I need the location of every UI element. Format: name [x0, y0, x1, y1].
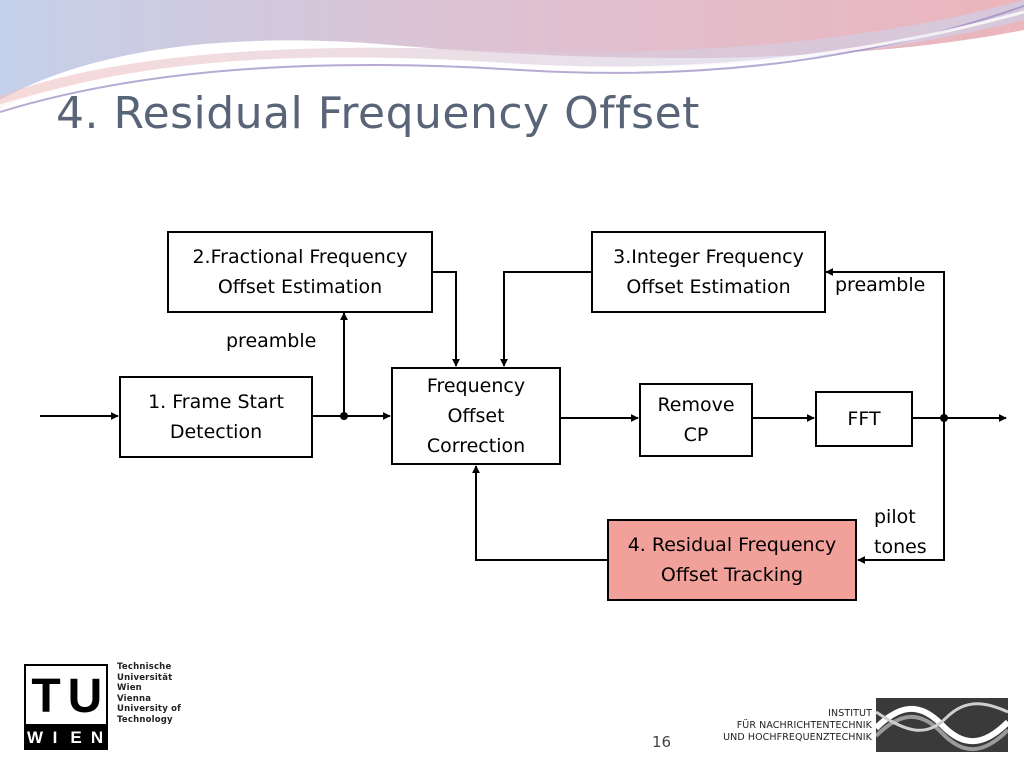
tu-logo-letter: W — [27, 728, 44, 747]
pilot-tones-to-residual-arrow — [857, 418, 945, 564]
junction-dot — [340, 412, 348, 420]
tu-name-line: University of — [117, 704, 182, 714]
pilot-tones-label: pilot tones — [874, 506, 927, 558]
tu-logo-letter: N — [91, 728, 103, 747]
fractional-to-correction-arrow — [432, 271, 460, 367]
tu-logo-letter: U — [68, 670, 103, 723]
tu-name-line: Universität — [117, 672, 173, 683]
tu-name-line: Technische — [117, 662, 172, 672]
integer-frequency-offset-estimation-block: 3.Integer Frequency Offset Estimation — [591, 231, 826, 313]
tu-wien-logo: T U W I E N — [24, 664, 108, 750]
header-banner — [0, 0, 1024, 113]
residual-frequency-offset-tracking-block: 4. Residual Frequency Offset Tracking — [607, 519, 857, 601]
tu-wien-name: Technische Universität Wien Vienna Unive… — [117, 662, 181, 725]
tu-logo-letter: T — [31, 670, 60, 723]
block-label: 3.Integer Frequency Offset Estimation — [613, 246, 804, 298]
fractional-frequency-offset-estimation-block: 2.Fractional Frequency Offset Estimation — [167, 231, 433, 313]
block-label: 1. Frame Start Detection — [148, 391, 284, 443]
institute-name: INSTITUT FÜR NACHRICHTENTECHNIK UND HOCH… — [723, 708, 872, 744]
junction-dot — [940, 414, 948, 422]
block-label: 2.Fractional Frequency Offset Estimation — [192, 246, 408, 298]
block-label: FFT — [847, 408, 881, 430]
institute-name-line: INSTITUT — [828, 708, 872, 719]
integer-to-correction-arrow — [500, 271, 592, 367]
slide-title: 4. Residual Frequency Offset — [56, 88, 700, 139]
page-number: 16 — [652, 733, 672, 751]
preamble-label: preamble — [835, 274, 926, 296]
tu-logo-letter: E — [70, 728, 81, 747]
institute-name-line: FÜR NACHRICHTENTECHNIK — [736, 720, 872, 731]
preamble-feedback-to-integer-arrow — [825, 268, 945, 418]
block-label: Frequency Offset Correction — [426, 375, 526, 457]
institute-name-line: UND HOCHFREQUENZTECHNIK — [723, 732, 872, 743]
institute-wave-logo — [876, 698, 1008, 752]
tu-name-line: Wien — [117, 683, 142, 693]
residual-to-correction-arrow — [472, 465, 608, 561]
frequency-offset-correction-block: Frequency Offset Correction — [391, 367, 561, 465]
tu-name-line: Technology — [117, 714, 173, 725]
tu-logo-letter: I — [53, 728, 58, 747]
tu-name-line: Vienna — [117, 693, 152, 704]
remove-cp-block: Remove CP — [639, 383, 753, 457]
frame-start-detection-block: 1. Frame Start Detection — [119, 376, 313, 458]
fft-block: FFT — [815, 391, 913, 447]
preamble-label: preamble — [226, 330, 317, 352]
block-label: Remove CP — [657, 394, 735, 446]
block-label: 4. Residual Frequency Offset Tracking — [627, 534, 837, 586]
